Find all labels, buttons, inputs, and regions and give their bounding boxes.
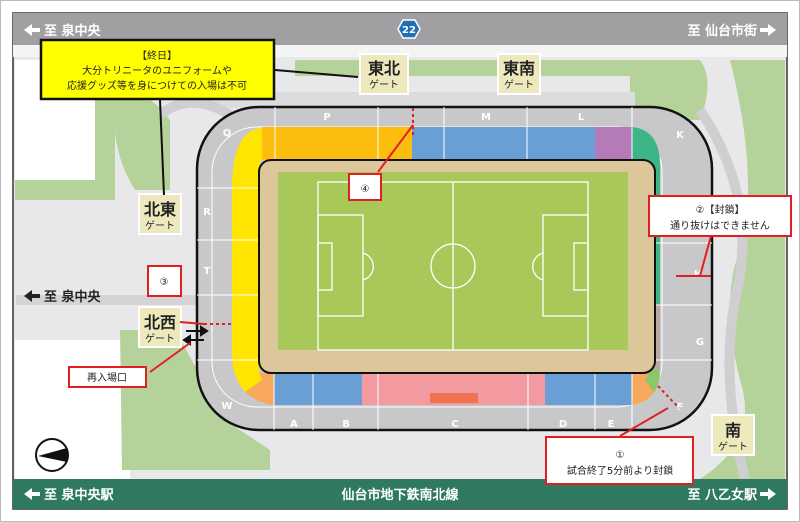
svg-text:東南: 東南 <box>503 59 535 78</box>
svg-text:通り抜けはできません: 通り抜けはできません <box>670 219 770 232</box>
section-label-w: W <box>221 401 232 412</box>
arrow-right-icon <box>760 24 776 36</box>
stand-north-purple <box>595 127 632 160</box>
svg-text:北東: 北東 <box>144 200 176 219</box>
callout-1: ① 試合終了5分前より封鎖 <box>545 436 694 485</box>
section-label-g: G <box>696 337 704 348</box>
gate-hokusei: 北西 ゲート <box>138 306 182 348</box>
route-number: 22 <box>402 25 416 36</box>
road <box>156 97 233 120</box>
callout-reentry: 再入場口 <box>68 366 147 388</box>
svg-text:ゲート: ゲート <box>504 79 534 91</box>
route-22-sign-icon <box>397 19 421 39</box>
svg-text:ゲート: ゲート <box>369 79 399 91</box>
section-label-c: C <box>451 419 458 430</box>
pitch-markings <box>317 181 589 351</box>
green-area <box>120 330 270 470</box>
bottom-left-label: 至 泉中央駅 <box>44 487 115 503</box>
section-label-t: T <box>204 266 211 277</box>
building-area <box>15 340 130 480</box>
callout-3: ③ <box>147 265 182 297</box>
gate-minami: 南 ゲート <box>711 414 755 456</box>
gate-hokuto: 北東 ゲート <box>138 193 182 235</box>
notice-line2: 応援グッズ等を身につけての入場は不可 <box>67 79 247 92</box>
svg-text:再入場口: 再入場口 <box>87 371 127 384</box>
section-label-p: P <box>323 112 330 123</box>
svg-text:試合終了5分前より封鎖: 試合終了5分前より封鎖 <box>567 464 673 477</box>
svg-text:ゲート: ゲート <box>145 333 175 345</box>
section-label-b: B <box>342 419 350 430</box>
section-label-h: H <box>694 269 702 280</box>
svg-text:北西: 北西 <box>144 313 176 332</box>
svg-text:①: ① <box>616 450 625 461</box>
press-box <box>430 393 478 403</box>
gate-tonan: 東南 ゲート <box>497 53 541 95</box>
green-area <box>630 60 708 120</box>
stand-north-blue <box>412 127 595 160</box>
top-road-right-label: 至 仙台市街 <box>687 23 757 39</box>
arrow-left-icon <box>24 290 40 302</box>
stand-south-blue-left <box>274 373 362 405</box>
section-label-l: L <box>578 112 585 123</box>
gate-tohoku: 東北 ゲート <box>359 53 409 95</box>
svg-text:南: 南 <box>725 421 741 440</box>
stand-corner-sw-yellow <box>232 356 262 392</box>
arrow-left-icon <box>24 24 40 36</box>
svg-text:②【封鎖】: ②【封鎖】 <box>696 203 745 216</box>
section-label-f: F <box>677 402 684 413</box>
notice-callout: 【終日】 大分トリニータのユニフォームや 応援グッズ等を身につけての入場は不可 <box>39 38 359 196</box>
callout-2: ②【封鎖】 通り抜けはできません <box>648 195 792 237</box>
arrow-right-icon <box>760 488 776 500</box>
svg-text:東北: 東北 <box>368 59 400 78</box>
green-strip <box>295 60 635 76</box>
top-road-left-label: 至 泉中央 <box>44 23 102 39</box>
section-label-r: R <box>203 207 211 218</box>
arrow-left-icon <box>24 488 40 500</box>
entry-exit-arrows-icon <box>182 325 209 346</box>
stand-north-orange <box>262 127 412 160</box>
section-label-q: Q <box>223 128 232 139</box>
compass-icon <box>35 438 69 472</box>
stand-west-yellow <box>232 188 259 358</box>
left-road-label: 至 泉中央 <box>44 289 102 305</box>
stand-corner-nw <box>232 128 262 190</box>
section-label-e: E <box>608 419 615 430</box>
stand-corner-se-green <box>645 370 660 392</box>
section-label-m: M <box>481 112 491 123</box>
callout-4: ④ <box>348 173 382 201</box>
closure-markers <box>149 108 712 437</box>
subway-line-label: 仙台市地下鉄南北線 <box>341 487 459 503</box>
section-label-d: D <box>559 419 567 430</box>
notice-line1: 大分トリニータのユニフォームや <box>82 64 232 77</box>
section-label-a: A <box>290 419 298 430</box>
svg-text:④: ④ <box>361 184 370 195</box>
notice-title: 【終日】 <box>137 49 177 62</box>
svg-text:③: ③ <box>160 277 169 288</box>
svg-text:ゲート: ゲート <box>718 441 748 453</box>
section-label-k: K <box>676 130 685 141</box>
bottom-right-label: 至 八乙女駅 <box>687 487 758 503</box>
stand-south-blue-right <box>545 373 632 405</box>
svg-text:ゲート: ゲート <box>145 220 175 232</box>
green-area <box>114 93 170 190</box>
plaza <box>205 92 635 108</box>
